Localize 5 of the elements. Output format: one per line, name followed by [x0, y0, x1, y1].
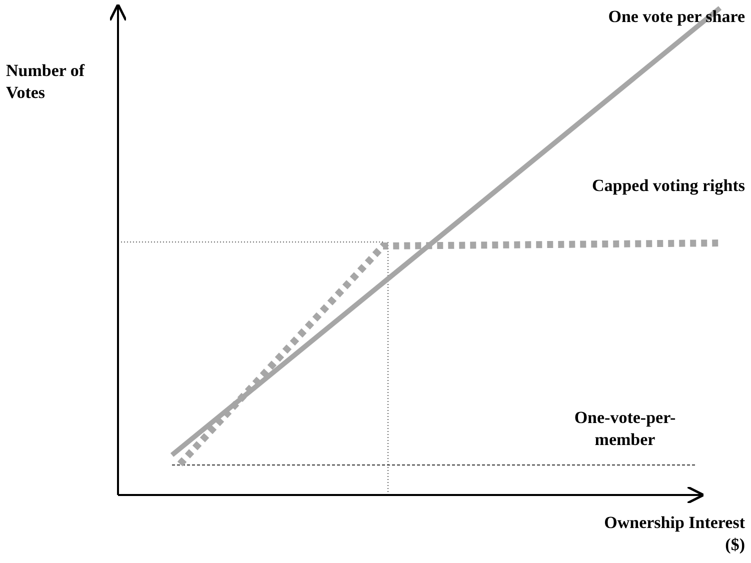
line-label: One-vote-per-member	[573, 407, 677, 451]
line-label: Capped voting rights	[590, 175, 745, 197]
axis-title: Number of Votes	[6, 60, 86, 104]
line-label: One vote per share	[607, 6, 745, 28]
axis-title: Ownership Interest ($)	[603, 512, 745, 556]
